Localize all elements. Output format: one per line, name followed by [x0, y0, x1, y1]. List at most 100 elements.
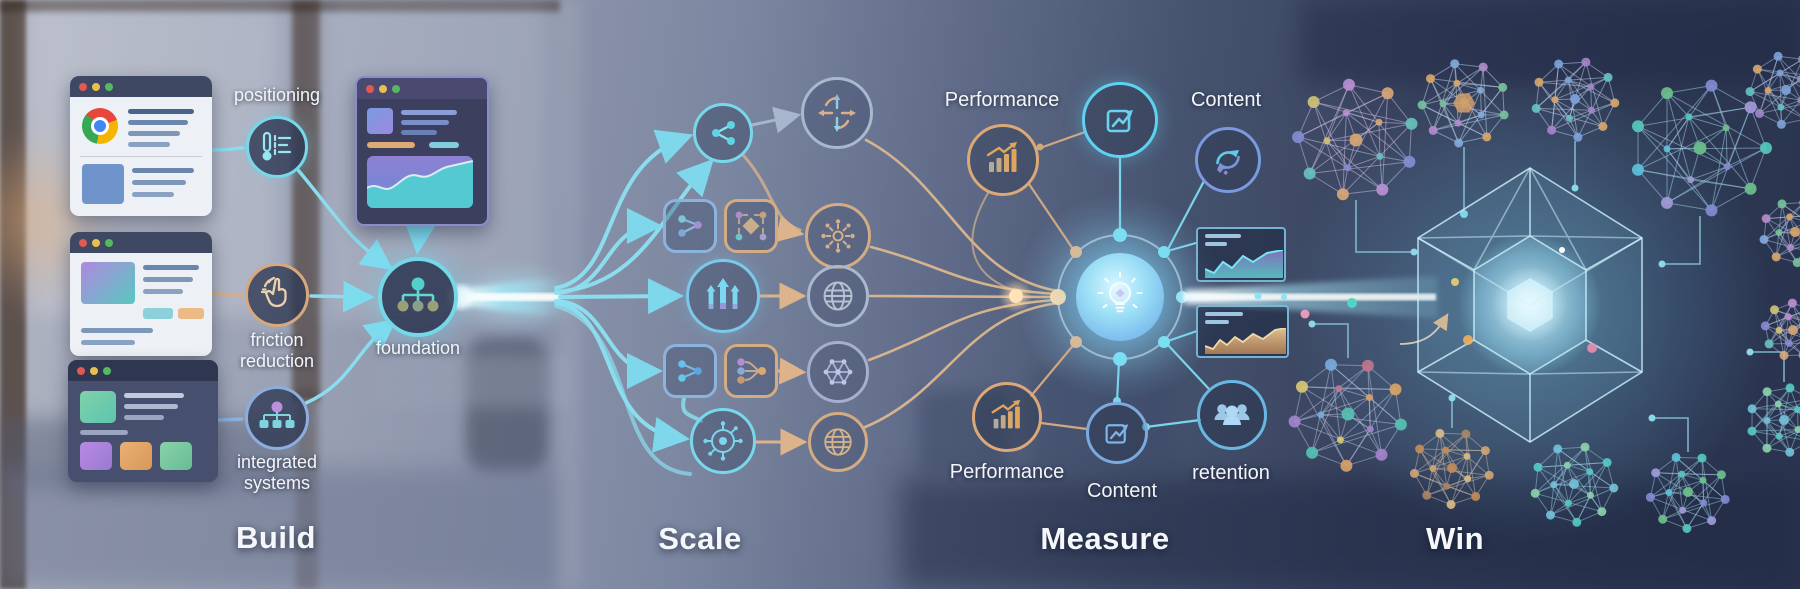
foundation-node [378, 257, 458, 337]
share-nodes-icon [674, 355, 706, 387]
people-group-icon [1210, 393, 1254, 437]
window-dot-red [79, 238, 87, 247]
window-dot-yellow [379, 84, 387, 93]
refresh-cycle-icon [1208, 140, 1248, 180]
expand-arrows-node [801, 77, 873, 149]
friction-node [245, 263, 309, 327]
text-line [401, 130, 437, 135]
text-line [132, 180, 186, 185]
text-line [80, 430, 128, 435]
build-stage-title: Build [236, 520, 316, 555]
text-line [124, 393, 184, 398]
retention-node [1197, 380, 1267, 450]
measure-stage-title: Measure [1040, 521, 1170, 556]
window-dot-green [105, 238, 113, 247]
panel-text-line [1205, 242, 1227, 246]
window-dot-yellow [92, 238, 100, 247]
text-line [132, 192, 174, 197]
chart-box-arrow-icon [1098, 98, 1142, 142]
mini-area-chart [367, 156, 473, 208]
text-line [81, 340, 135, 345]
browser-titlebar [68, 360, 218, 381]
hub-spoke-node [805, 203, 871, 269]
integrated-systems-label: integrated systems [236, 452, 318, 494]
content-bottom-node [1086, 402, 1148, 464]
diamond-network-node [724, 199, 778, 253]
share-network-node [693, 103, 753, 163]
chrome-logo-core [94, 120, 106, 132]
text-line [401, 110, 457, 115]
browser-window-analytics [355, 76, 489, 226]
diamond-network-icon [734, 209, 768, 243]
text-line [143, 289, 183, 294]
chip-orange [178, 308, 204, 319]
window-dot-yellow [92, 82, 100, 91]
tile-purple [80, 442, 112, 470]
foundation-label: foundation [375, 338, 461, 358]
chart-box-top-node [1082, 82, 1158, 158]
text-line [143, 277, 193, 282]
image-placeholder [80, 391, 116, 423]
hub-spoke-icon [819, 217, 857, 255]
text-line [128, 142, 170, 147]
performance-bottom-node [972, 382, 1042, 452]
branch-merge-node [724, 344, 778, 398]
text-line [132, 168, 194, 173]
window-dot-red [79, 82, 87, 91]
area-chart-panel-top [1196, 227, 1286, 282]
browser-window-serp [70, 76, 212, 216]
win-stage-title: Win [1425, 521, 1485, 556]
tap-click-icon [258, 276, 296, 314]
panel-area-chart [1205, 250, 1283, 278]
integrated-node [245, 386, 309, 450]
text-line [124, 404, 178, 409]
bar-teal [429, 142, 459, 148]
growth-arrows-icon [701, 274, 745, 318]
window-dot-red [77, 366, 85, 375]
content-top-label: Content [1190, 89, 1262, 111]
text-line [81, 328, 153, 333]
performance-top-node [967, 124, 1039, 196]
gear-hub-node [690, 408, 756, 474]
bar-chart-rise-icon [987, 397, 1027, 437]
image-placeholder [81, 262, 135, 304]
text-line [124, 415, 164, 420]
text-line [143, 265, 199, 270]
content-cycle-node [1195, 127, 1261, 193]
browser-titlebar [70, 76, 212, 97]
text-line [128, 120, 188, 125]
positioning-label: positioning [233, 85, 321, 105]
share-nodes-sq-node [663, 199, 717, 253]
share-nodes-sq-node [663, 344, 717, 398]
browser-window-landing [70, 232, 212, 356]
window-dot-green [392, 84, 400, 93]
chip-teal [143, 308, 173, 319]
expand-arrows-icon [814, 90, 860, 136]
positioning-node [246, 116, 308, 178]
panel-text-line [1205, 234, 1241, 238]
browser-titlebar [70, 232, 212, 253]
hierarchy-icon [395, 274, 441, 320]
browser-window-dashboard [68, 360, 218, 482]
growth-arrows-node [686, 259, 760, 333]
performance-bottom-label: Performance [949, 461, 1065, 483]
window-dot-green [105, 82, 113, 91]
share-network-icon [706, 116, 740, 150]
bar-orange [367, 142, 415, 148]
content-bottom-label: Content [1086, 480, 1158, 502]
window-dot-red [366, 84, 374, 93]
globe-icon [821, 425, 855, 459]
image-placeholder [367, 108, 393, 134]
lightbulb-icon [1092, 269, 1148, 325]
measure-hub-node [1076, 253, 1164, 341]
panel-text-line [1205, 320, 1229, 324]
share-nodes-icon [674, 210, 706, 242]
globe-node [807, 265, 869, 327]
thermometer-list-icon [259, 129, 295, 165]
text-line [128, 109, 194, 114]
org-tree-icon [258, 399, 296, 437]
browser-titlebar [357, 78, 487, 99]
panel-text-line [1205, 312, 1243, 316]
scale-stage-title: Scale [658, 521, 742, 556]
